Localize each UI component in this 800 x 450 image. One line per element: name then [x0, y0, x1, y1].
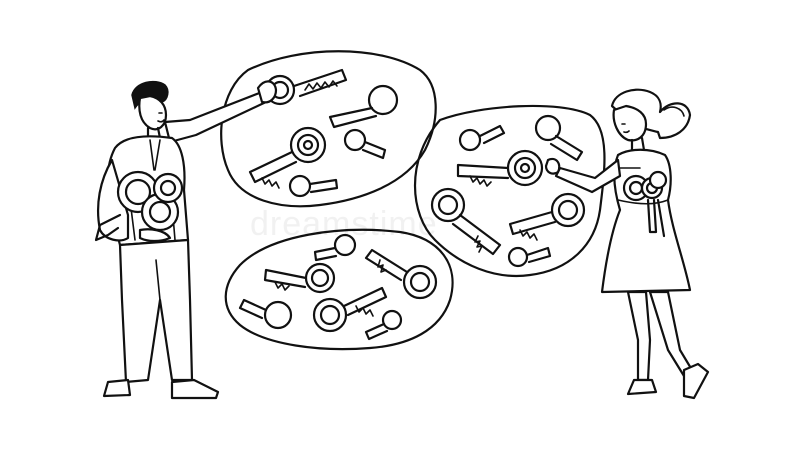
key-icon [508, 192, 586, 241]
key-icon [364, 248, 438, 300]
key-icon [456, 149, 544, 187]
man-figure [94, 80, 278, 400]
woman-hand [544, 157, 561, 175]
woman-shoe-right [682, 362, 710, 400]
key-icon [458, 124, 506, 152]
key-icon [507, 246, 552, 268]
key-icon [238, 298, 293, 330]
woman-arm [554, 158, 622, 194]
key-bundle-icon [622, 170, 668, 238]
key-icon [364, 309, 403, 341]
key-icon [534, 114, 584, 162]
key-bundle-icon [94, 170, 184, 242]
woman-leg-right [648, 290, 694, 378]
key-icon [248, 126, 327, 189]
key-icon [430, 187, 502, 256]
key-icon [264, 68, 348, 106]
key-cloud-top [220, 50, 437, 208]
man-shoe-right [170, 378, 220, 400]
woman-head [612, 104, 648, 142]
key-icon [328, 84, 399, 129]
man-shoe-left [102, 378, 132, 398]
key-icon [343, 128, 387, 160]
woman-figure [544, 88, 710, 400]
key-cloud-right [413, 104, 606, 277]
woman-leg-left [626, 290, 652, 382]
woman-hair [610, 88, 692, 140]
key-icon [313, 233, 357, 262]
man-hand [256, 80, 278, 104]
man-raised-arm [163, 90, 268, 144]
man-pants [118, 238, 194, 384]
key-cloud-bottom [224, 228, 454, 351]
key-icon [312, 286, 388, 333]
key-icon [263, 262, 336, 294]
key-icon [288, 174, 339, 198]
woman-shoe-left [626, 378, 658, 396]
